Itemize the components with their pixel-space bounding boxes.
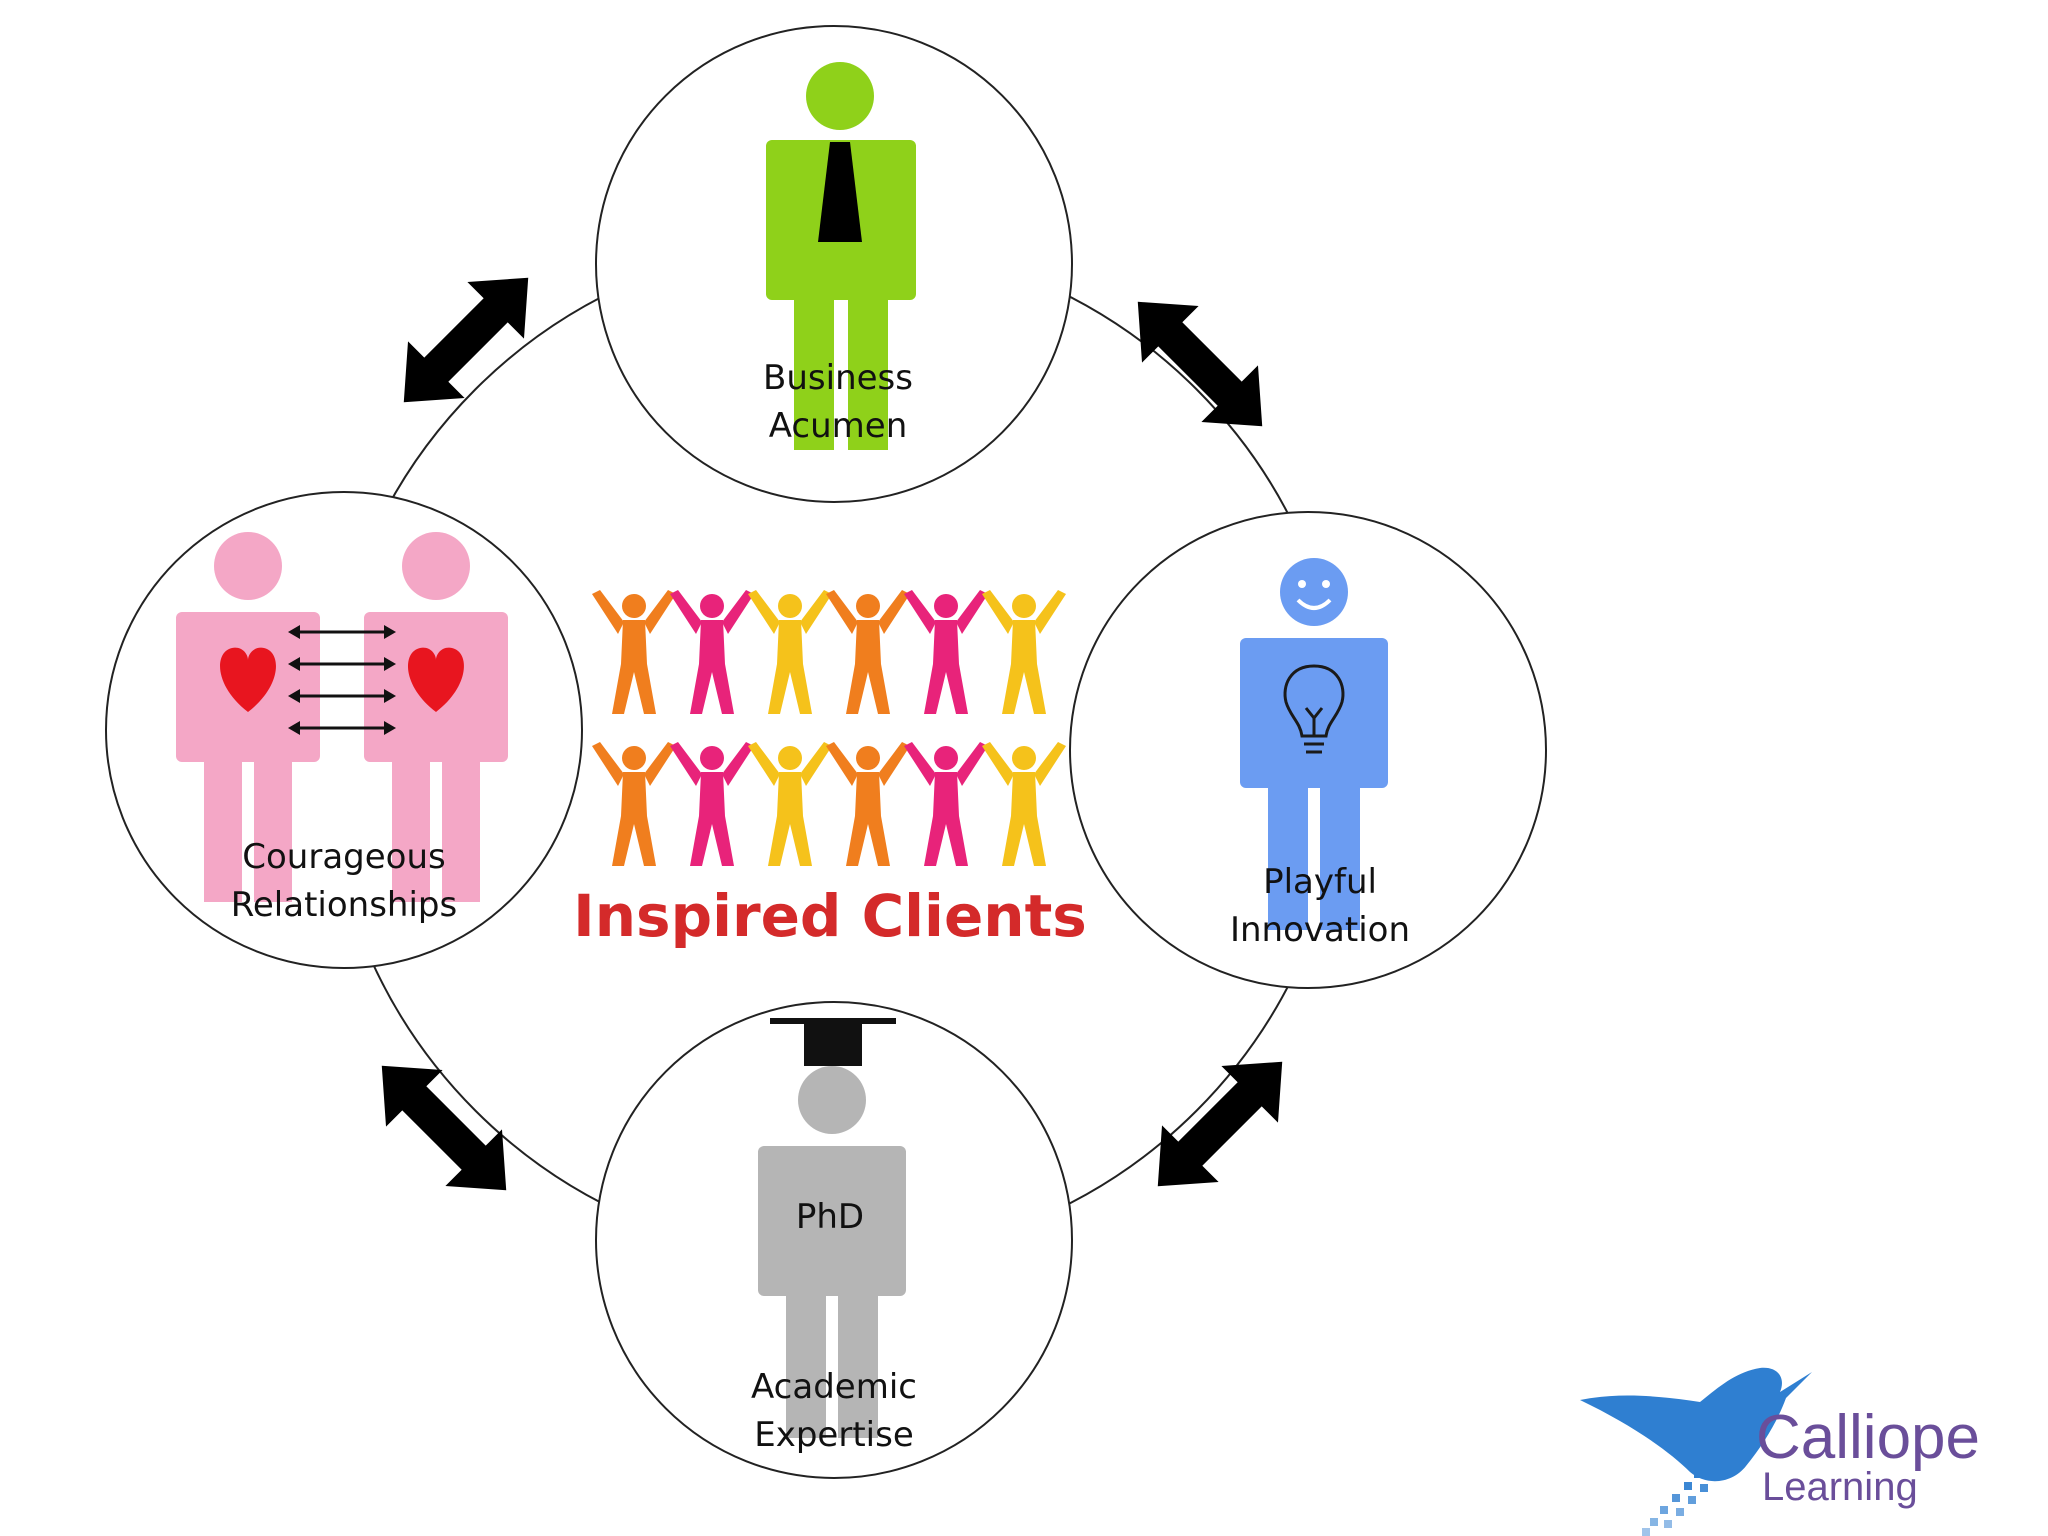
phd-badge: PhD bbox=[796, 1197, 864, 1237]
two-people-hearts-icon bbox=[176, 532, 508, 902]
cheering-person-icon bbox=[670, 590, 754, 714]
node-academic-expertise: PhD Academic Expertise bbox=[595, 1001, 1073, 1479]
cheering-person-icon bbox=[592, 742, 676, 866]
cheering-person-icon bbox=[592, 590, 676, 714]
cheering-person-icon bbox=[826, 742, 910, 866]
heart-icon bbox=[408, 647, 464, 712]
node-label-line1: Business bbox=[763, 358, 913, 398]
cheering-person-icon bbox=[904, 590, 988, 714]
arrow-bottom-left bbox=[353, 1037, 535, 1219]
hummingbird-icon bbox=[1580, 1367, 1812, 1536]
business-person-icon bbox=[766, 62, 916, 450]
node-label-line2: Expertise bbox=[754, 1415, 914, 1455]
node-playful-innovation: Playful Innovation bbox=[1069, 511, 1547, 989]
lightbulb-icon bbox=[1283, 664, 1345, 754]
cheering-person-icon bbox=[826, 590, 910, 714]
node-label-line1: Playful bbox=[1263, 862, 1377, 902]
arrow-bottom-right bbox=[1129, 1033, 1311, 1215]
center-label: Inspired Clients bbox=[573, 882, 1087, 950]
node-courageous-relationships: Courageous Relationships bbox=[105, 491, 583, 969]
node-label-line2: Relationships bbox=[231, 885, 457, 925]
arrow-top-left bbox=[375, 249, 557, 431]
crowd-icon bbox=[592, 590, 1066, 866]
cheering-person-icon bbox=[748, 742, 832, 866]
innovator-person-icon bbox=[1240, 558, 1388, 930]
cheering-person-icon bbox=[670, 742, 754, 866]
cheering-person-icon bbox=[748, 590, 832, 714]
node-label-line1: Academic bbox=[751, 1367, 917, 1407]
arrow-top-right bbox=[1109, 273, 1291, 455]
center-inspired-clients: Inspired Clients bbox=[573, 590, 1087, 950]
graduate-person-icon bbox=[758, 1018, 906, 1438]
node-label-line2: Acumen bbox=[769, 406, 908, 446]
cheering-person-icon bbox=[982, 742, 1066, 866]
logo-name: Calliope bbox=[1756, 1403, 1980, 1472]
node-label-line1: Courageous bbox=[242, 837, 445, 877]
node-label-line2: Innovation bbox=[1230, 910, 1410, 950]
cheering-person-icon bbox=[904, 742, 988, 866]
heart-icon bbox=[220, 647, 276, 712]
calliope-logo: Calliope Learning bbox=[1580, 1367, 1980, 1536]
cheering-person-icon bbox=[982, 590, 1066, 714]
node-business-acumen: Business Acumen bbox=[595, 25, 1073, 503]
logo-sub: Learning bbox=[1762, 1465, 1918, 1509]
